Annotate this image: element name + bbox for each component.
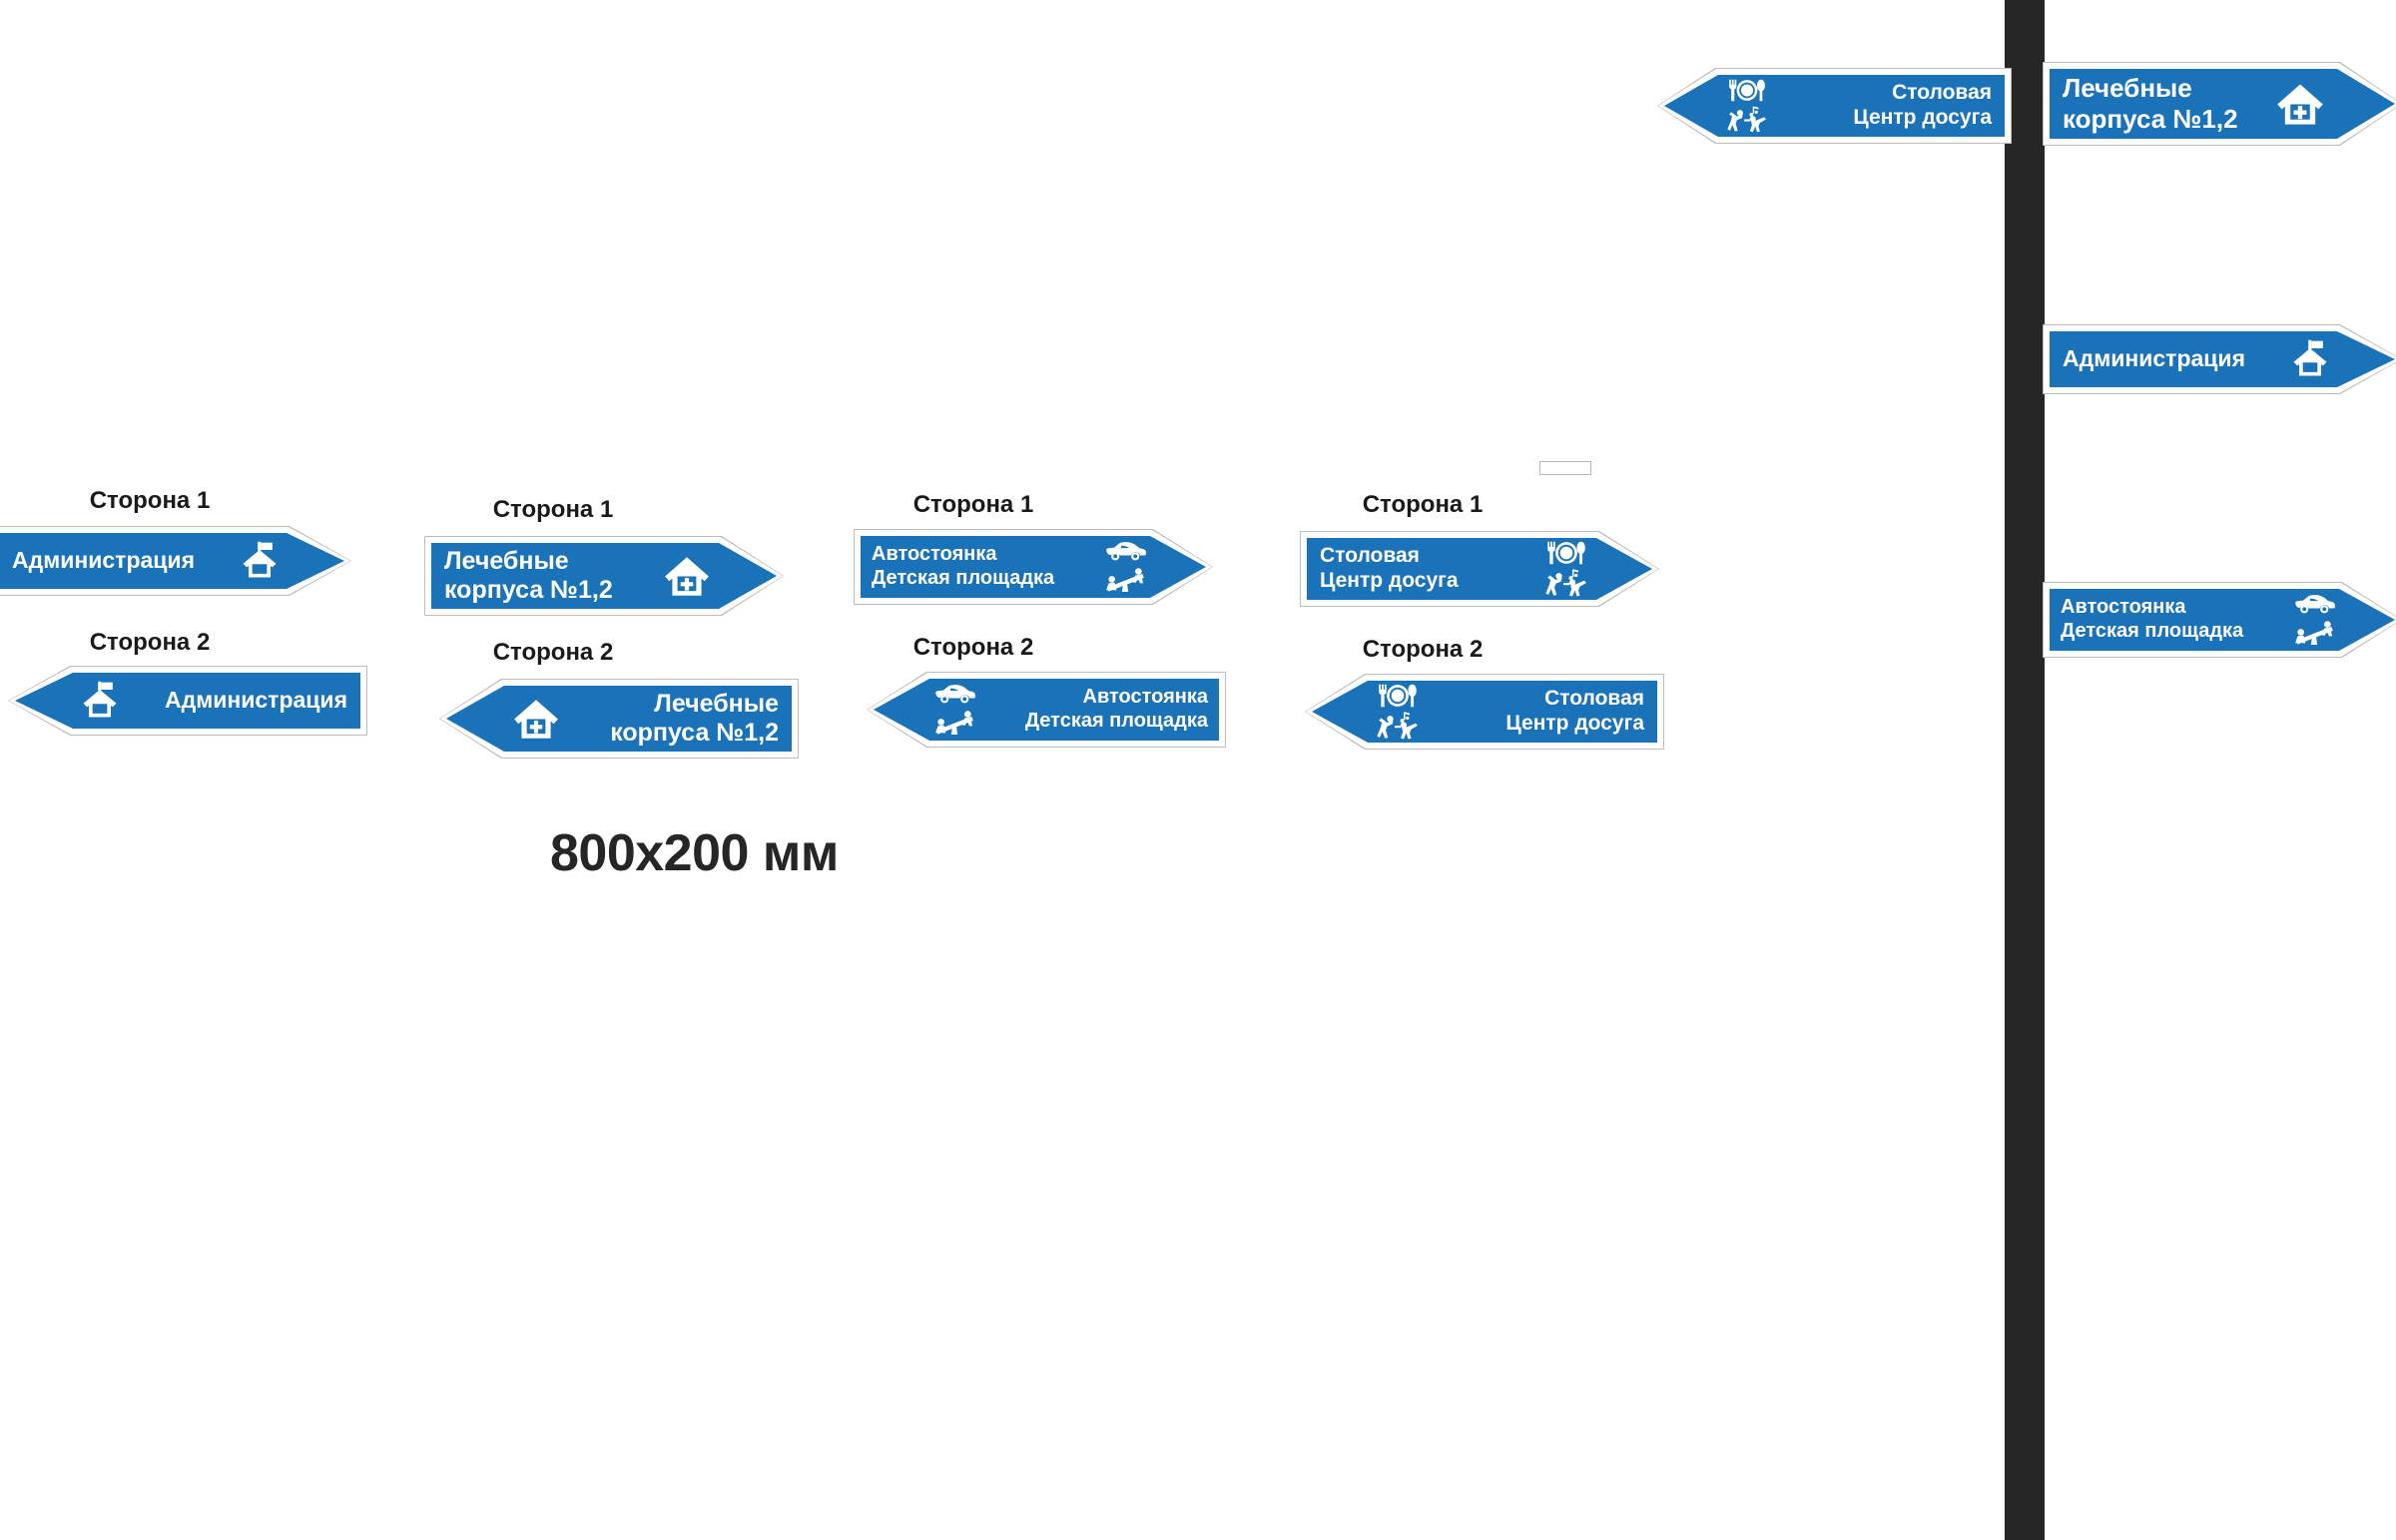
seesaw-icon bbox=[932, 709, 976, 739]
sign-label-block: Столовая Центр досуга bbox=[1320, 544, 1459, 592]
sign-face bbox=[1312, 681, 1657, 743]
sign-administration-side1[interactable]: Администрация bbox=[0, 526, 351, 596]
sign-icon-block bbox=[1727, 78, 1767, 134]
pole-sign-parking[interactable]: Автостоянка Детская площадка bbox=[2043, 582, 2396, 658]
sign-face bbox=[2050, 331, 2395, 387]
sign-parking-side1[interactable]: Автостоянка Детская площадка bbox=[854, 529, 1213, 605]
house-flag-icon bbox=[238, 539, 282, 583]
sign-label-block: Столовая Центр досуга bbox=[1853, 81, 1992, 129]
sign-icon-block bbox=[662, 551, 712, 601]
sign-face bbox=[2050, 69, 2395, 139]
car-icon bbox=[2292, 592, 2336, 618]
caption-group1-side1: Сторона 1 bbox=[89, 487, 211, 514]
sign-face bbox=[2050, 589, 2395, 651]
seesaw-icon bbox=[2292, 619, 2336, 649]
seesaw-icon bbox=[1103, 566, 1147, 596]
cutlery-plate-icon bbox=[1377, 683, 1419, 709]
sign-icon-block bbox=[78, 679, 122, 723]
dancing-people-icon bbox=[1545, 568, 1587, 598]
cutlery-plate-icon bbox=[1545, 540, 1587, 566]
sign-label-block: Автостоянка Детская площадка bbox=[2061, 596, 2244, 642]
sign-administration-side2[interactable]: Администрация bbox=[8, 666, 367, 736]
sign-face bbox=[0, 533, 344, 589]
sign-icon-block bbox=[511, 694, 561, 744]
empty-placeholder-box bbox=[1539, 461, 1591, 475]
sign-icon-block bbox=[1103, 539, 1147, 596]
house-cross-icon bbox=[662, 551, 712, 601]
sign-face bbox=[1664, 75, 2005, 137]
sign-label-block: Столовая Центр досуга bbox=[1505, 687, 1644, 735]
car-icon bbox=[932, 682, 976, 708]
sign-icon-block bbox=[1545, 540, 1587, 598]
house-flag-icon bbox=[2288, 337, 2332, 381]
dancing-people-icon bbox=[1377, 711, 1419, 741]
sign-icon-block bbox=[2288, 337, 2332, 381]
sign-label-block: Автостоянка Детская площадка bbox=[872, 543, 1055, 589]
house-cross-icon bbox=[511, 694, 561, 744]
sign-canteen-side2[interactable]: Столовая Центр досуга bbox=[1305, 674, 1664, 750]
sign-label-block: Лечебные корпуса №1,2 bbox=[610, 689, 779, 748]
sign-label-block: Администрация bbox=[165, 687, 347, 714]
caption-group3-side1: Сторона 1 bbox=[912, 491, 1034, 518]
sign-label-block: Администрация bbox=[2063, 345, 2245, 372]
caption-group4-side2: Сторона 2 bbox=[1362, 636, 1484, 663]
dimension-note: 800x200 мм bbox=[550, 824, 839, 882]
sign-face bbox=[1307, 538, 1652, 600]
pole-sign-administration[interactable]: Администрация bbox=[2043, 324, 2396, 394]
caption-group2-side1: Сторона 1 bbox=[492, 496, 614, 523]
sign-label-block: Лечебные корпуса №1,2 bbox=[2063, 73, 2238, 134]
sign-icon-block bbox=[932, 682, 976, 739]
caption-group3-side2: Сторона 2 bbox=[912, 634, 1034, 661]
dancing-people-icon bbox=[1727, 105, 1767, 134]
sign-medical-side1[interactable]: Лечебные корпуса №1,2 bbox=[424, 536, 784, 616]
sign-label-block: Администрация bbox=[12, 547, 195, 574]
sign-face bbox=[874, 679, 1219, 741]
pole-sign-medical[interactable]: Лечебные корпуса №1,2 bbox=[2043, 62, 2396, 146]
sign-face bbox=[446, 686, 792, 752]
sign-label-block: Лечебные корпуса №1,2 bbox=[444, 546, 613, 605]
caption-group2-side2: Сторона 2 bbox=[492, 639, 614, 666]
caption-group4-side1: Сторона 1 bbox=[1362, 491, 1484, 518]
sign-face bbox=[431, 543, 777, 609]
sign-icon-block bbox=[1377, 683, 1419, 741]
caption-group1-side2: Сторона 2 bbox=[89, 629, 211, 656]
sign-label-block: Автостоянка Детская площадка bbox=[1024, 686, 1208, 732]
pole-sign-canteen[interactable]: Столовая Центр досуга bbox=[1657, 68, 2012, 144]
sign-parking-side2[interactable]: Автостоянка Детская площадка bbox=[867, 672, 1226, 748]
sign-icon-block bbox=[2274, 78, 2326, 130]
cutlery-plate-icon bbox=[1727, 78, 1767, 103]
house-cross-icon bbox=[2274, 78, 2326, 130]
sign-canteen-side1[interactable]: Столовая Центр досуга bbox=[1300, 531, 1659, 607]
sign-face bbox=[861, 536, 1206, 598]
sign-icon-block bbox=[2292, 592, 2336, 649]
sign-face bbox=[15, 673, 360, 729]
sign-icon-block bbox=[238, 539, 282, 583]
house-flag-icon bbox=[78, 679, 122, 723]
sign-medical-side2[interactable]: Лечебные корпуса №1,2 bbox=[439, 679, 799, 759]
sign-pole bbox=[2005, 0, 2045, 1540]
car-icon bbox=[1103, 539, 1147, 565]
